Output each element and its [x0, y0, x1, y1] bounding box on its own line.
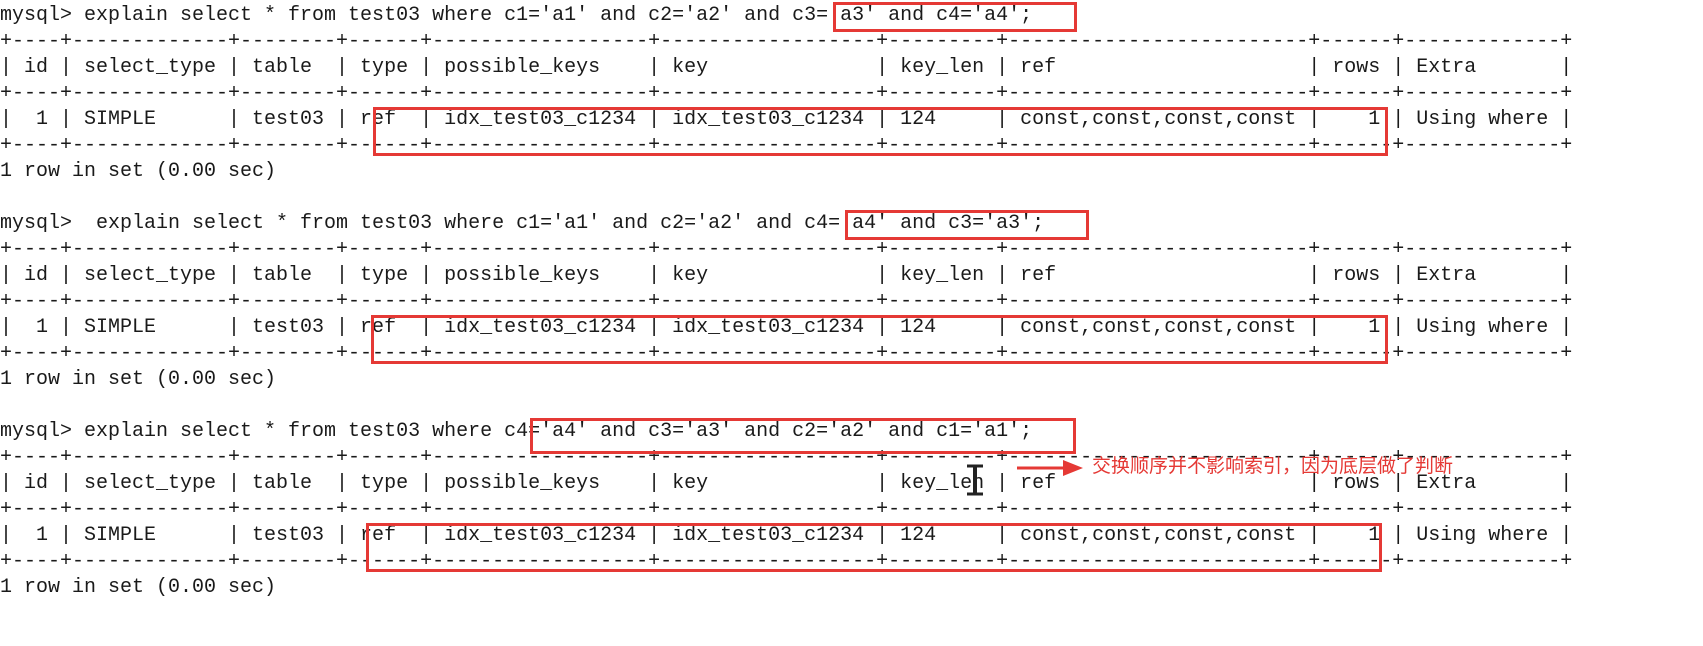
table-row: | 1 | SIMPLE | test03 | ref | idx_test03… [0, 108, 1573, 131]
result-footer: 1 row in set (0.00 sec) [0, 576, 277, 599]
result-footer: 1 row in set (0.00 sec) [0, 160, 277, 183]
table-border: +----+-------------+--------+------+----… [0, 238, 1573, 261]
sql-query-3: mysql> explain select * from test03 wher… [0, 420, 1033, 443]
table-row: | 1 | SIMPLE | test03 | ref | idx_test03… [0, 316, 1573, 339]
sql-query-2: mysql> explain select * from test03 wher… [0, 212, 1045, 235]
arrow-right-icon [1017, 460, 1083, 476]
table-border: +----+-------------+--------+------+----… [0, 446, 1573, 469]
sql-query-1: mysql> explain select * from test03 wher… [0, 4, 1033, 27]
table-border: +----+-------------+--------+------+----… [0, 342, 1573, 365]
text-cursor-icon [967, 464, 983, 496]
annotation-note: 交换顺序并不影响索引，因为底层做了判断 [1092, 455, 1454, 477]
table-border: +----+-------------+--------+------+----… [0, 134, 1573, 157]
table-row: | 1 | SIMPLE | test03 | ref | idx_test03… [0, 524, 1573, 547]
table-header-row: | id | select_type | table | type | poss… [0, 472, 1573, 495]
table-header-row: | id | select_type | table | type | poss… [0, 56, 1573, 79]
table-border: +----+-------------+--------+------+----… [0, 82, 1573, 105]
table-border: +----+-------------+--------+------+----… [0, 290, 1573, 313]
table-border: +----+-------------+--------+------+----… [0, 498, 1573, 521]
table-header-row: | id | select_type | table | type | poss… [0, 264, 1573, 287]
table-border: +----+-------------+--------+------+----… [0, 30, 1573, 53]
result-footer: 1 row in set (0.00 sec) [0, 368, 277, 391]
table-border: +----+-------------+--------+------+----… [0, 550, 1573, 573]
